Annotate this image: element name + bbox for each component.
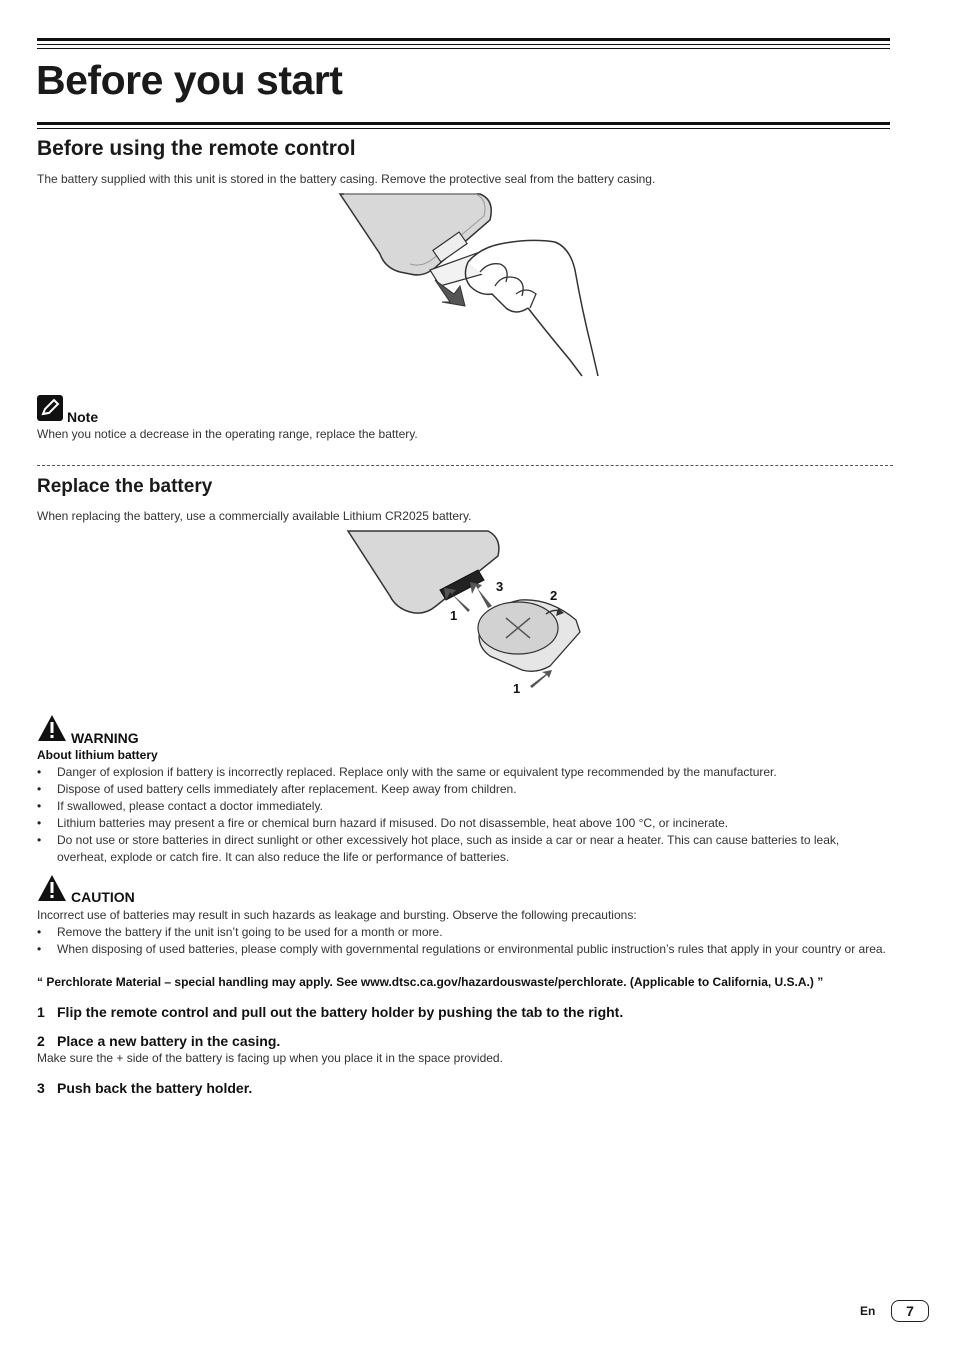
section-rule-thin: [37, 128, 890, 129]
step-number: 1: [37, 1004, 45, 1020]
footer-language: En: [860, 1304, 876, 1318]
battery-replacement-illustration: 3 2 1 1: [346, 530, 581, 696]
step-3: 3 Push back the battery holder.: [37, 1079, 252, 1097]
caution-label: CAUTION: [71, 889, 135, 905]
list-item: Remove the battery if the unit isn’t goi…: [37, 924, 892, 941]
step-2-detail: Make sure the + side of the battery is f…: [37, 1051, 503, 1065]
remote-seal-illustration: [338, 193, 599, 377]
list-item: Do not use or store batteries in direct …: [37, 832, 892, 866]
section-rule-thick: [37, 122, 890, 125]
step-1: 1 Flip the remote control and pull out th…: [37, 1003, 623, 1021]
step-number: 2: [37, 1033, 45, 1049]
list-item: Dispose of used battery cells immediatel…: [37, 781, 892, 798]
note-label: Note: [67, 409, 99, 425]
section-intro-battery: When replacing the battery, use a commer…: [37, 509, 472, 523]
step-number: 3: [37, 1080, 45, 1096]
perchlorate-notice: “ Perchlorate Material – special handlin…: [37, 975, 824, 989]
list-item: When disposing of used batteries, please…: [37, 941, 892, 958]
figure-label-1-top: 1: [450, 608, 457, 623]
caution-list: Remove the battery if the unit isn’t goi…: [37, 924, 892, 958]
step-text: Flip the remote control and pull out the…: [57, 1004, 624, 1020]
section-intro-remote: The battery supplied with this unit is s…: [37, 172, 656, 186]
step-text: Place a new battery in the casing.: [57, 1033, 281, 1049]
top-rule-thick: [37, 38, 890, 41]
figure-label-1-bottom: 1: [513, 681, 520, 696]
note-icon: [37, 395, 63, 421]
top-rule-thin: [37, 44, 890, 45]
list-item: Lithium batteries may present a fire or …: [37, 815, 892, 832]
figure-label-2: 2: [550, 588, 557, 603]
list-item: Danger of explosion if battery is incorr…: [37, 764, 892, 781]
top-rule-thin-2: [37, 48, 890, 49]
figure-label-3: 3: [496, 579, 503, 594]
section-heading-remote: Before using the remote control: [37, 137, 356, 160]
warning-subheading: About lithium battery: [37, 748, 158, 762]
warning-list: Danger of explosion if battery is incorr…: [37, 764, 892, 866]
page-title: Before you start: [36, 57, 343, 103]
page-number: 7: [891, 1300, 929, 1322]
step-2: 2 Place a new battery in the casing.: [37, 1032, 280, 1050]
list-item: If swallowed, please contact a doctor im…: [37, 798, 892, 815]
warning-icon: [38, 715, 66, 741]
note-text: When you notice a decrease in the operat…: [37, 427, 418, 441]
section-heading-battery: Replace the battery: [37, 476, 213, 497]
step-text: Push back the battery holder.: [57, 1080, 253, 1096]
caution-icon: [38, 875, 66, 901]
warning-label: WARNING: [71, 730, 139, 746]
dashed-divider: [37, 465, 893, 466]
caution-intro: Incorrect use of batteries may result in…: [37, 908, 637, 922]
